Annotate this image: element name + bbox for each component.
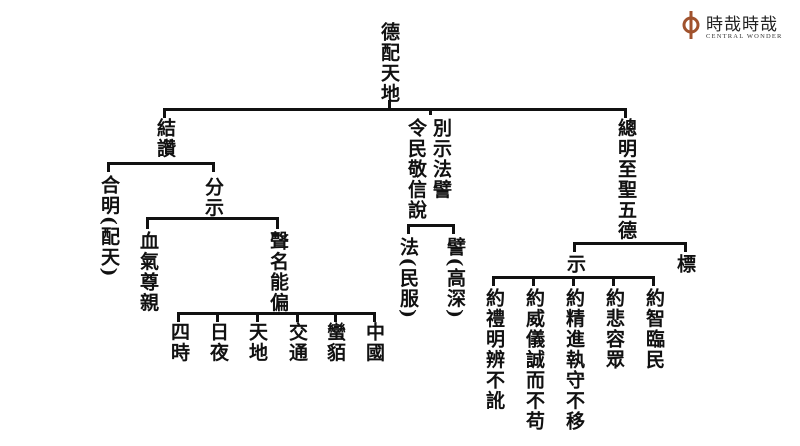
leaf-node: 四時	[168, 322, 190, 363]
node-fen-shi: 分示	[202, 177, 224, 218]
connector	[146, 217, 279, 220]
connector	[216, 312, 219, 322]
connector	[624, 108, 627, 118]
node-he-ming: 合明(配天)	[98, 175, 120, 278]
logo-mark-icon	[682, 11, 700, 39]
leaf-node: 中國	[363, 322, 385, 363]
connector	[163, 108, 627, 111]
connector	[684, 242, 687, 252]
connector	[107, 162, 110, 172]
connector	[146, 217, 149, 229]
node-shi: 示	[564, 254, 586, 275]
connector	[652, 276, 655, 286]
node-sheng-ming: 聲名能偏	[267, 231, 289, 313]
connector	[373, 312, 376, 322]
connector	[256, 312, 259, 322]
connector	[296, 312, 299, 322]
connector	[612, 276, 615, 286]
leaf-node: 約悲容眾	[603, 288, 625, 370]
connector	[429, 108, 432, 115]
connector	[276, 217, 279, 229]
leaf-node: 約威儀誠而不苟	[523, 288, 545, 432]
logo-english: CENTRAL WONDER	[706, 33, 783, 40]
connector	[388, 100, 391, 109]
node-jie-zan: 結讚	[154, 118, 176, 159]
connector	[212, 162, 215, 172]
node-fa: 法(民服)	[397, 237, 419, 320]
leaf-node: 交通	[286, 322, 308, 363]
node-ling-min: 令民敬信說	[405, 118, 427, 221]
leaf-node: 約精進執守不移	[563, 288, 585, 432]
root-node: 德配天地	[378, 22, 400, 104]
connector	[334, 312, 337, 322]
leaf-node: 約智臨民	[643, 288, 665, 370]
node-zong-ming: 總明至聖五德	[615, 118, 637, 241]
logo-chinese: 時哉時哉	[706, 15, 778, 35]
node-bie-shi: 別示法譬	[430, 118, 452, 200]
logo: 時哉時哉 CENTRAL WONDER	[676, 8, 796, 44]
connector	[492, 276, 495, 286]
node-pi: 譬(高深)	[444, 237, 466, 320]
connector	[573, 242, 687, 245]
connector	[573, 242, 576, 252]
leaf-node: 約禮明辨不訛	[483, 288, 505, 411]
connector	[407, 224, 410, 234]
connector	[163, 108, 166, 118]
node-biao: 標	[674, 254, 696, 275]
leaf-node: 蠻貊	[324, 322, 346, 363]
connector	[452, 224, 455, 234]
node-xue-qi: 血氣尊親	[137, 231, 159, 313]
connector	[532, 276, 535, 286]
connector	[572, 276, 575, 286]
connector	[107, 162, 215, 165]
connector	[177, 312, 376, 315]
connector	[407, 224, 455, 227]
connector	[177, 312, 180, 322]
leaf-node: 天地	[246, 322, 268, 363]
leaf-node: 日夜	[207, 322, 229, 363]
